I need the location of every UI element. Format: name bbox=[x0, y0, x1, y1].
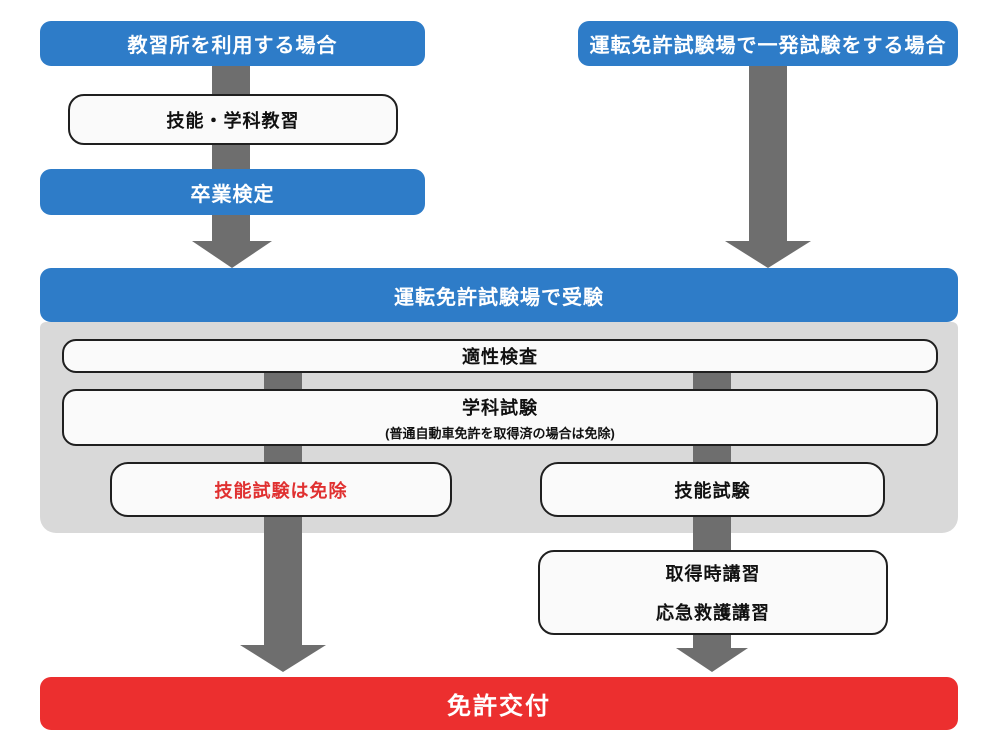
license-issue-bar: 免許交付 bbox=[40, 677, 958, 730]
arrow-lecture-to-issue-head-icon bbox=[676, 648, 748, 672]
connector-aptitude-to-written-left bbox=[264, 371, 302, 391]
step-skill-test: 技能試験 bbox=[540, 462, 885, 517]
lecture-line2: 応急救護講習 bbox=[656, 603, 770, 623]
arrow-exempt-to-issue-stem bbox=[264, 515, 302, 646]
connector-aptitude-to-written-right bbox=[693, 371, 731, 391]
connector-school-to-training bbox=[212, 60, 250, 100]
arrow-graduation-stem bbox=[212, 212, 250, 242]
exam-section-header: 運転免許試験場で受験 bbox=[40, 268, 958, 322]
left-branch-header: 教習所を利用する場合 bbox=[40, 21, 425, 66]
step-graduation-exam: 卒業検定 bbox=[40, 169, 425, 215]
arrow-direct-test-stem bbox=[749, 64, 787, 242]
right-branch-header: 運転免許試験場で一発試験をする場合 bbox=[578, 21, 958, 66]
connector-training-to-exam bbox=[212, 140, 250, 174]
step-aptitude-test: 適性検査 bbox=[62, 339, 938, 373]
step-acquisition-lectures: 取得時講習 応急救護講習 bbox=[538, 550, 888, 635]
arrow-exempt-to-issue-head-icon bbox=[240, 645, 326, 672]
step-written-test: 学科試験 (普通自動車免許を取得済の場合は免除) bbox=[62, 389, 938, 446]
step-skill-classroom-training: 技能・学科教習 bbox=[68, 94, 398, 145]
arrow-graduation-head-icon bbox=[192, 241, 272, 268]
connector-written-to-skill-right bbox=[693, 444, 731, 464]
lecture-line1: 取得時講習 bbox=[665, 564, 761, 584]
connector-written-to-skill-left bbox=[264, 444, 302, 464]
step-skill-test-exempt: 技能試験は免除 bbox=[110, 462, 452, 517]
arrow-direct-test-head-icon bbox=[725, 241, 811, 268]
written-test-note: (普通自動車免許を取得済の場合は免除) bbox=[385, 425, 615, 441]
connector-skill-to-lecture bbox=[693, 515, 731, 555]
written-test-label: 学科試験 bbox=[462, 397, 538, 418]
